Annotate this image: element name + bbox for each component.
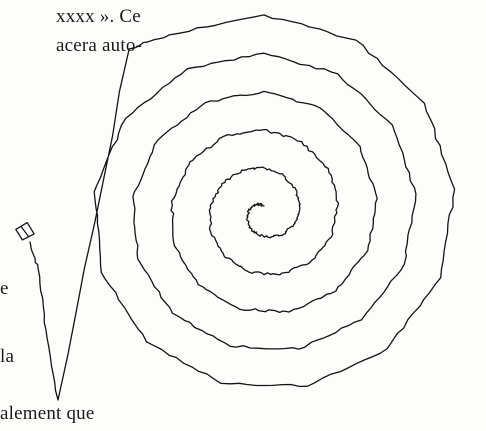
turtle-cursor-icon bbox=[15, 222, 35, 241]
spiral-path bbox=[30, 15, 455, 400]
